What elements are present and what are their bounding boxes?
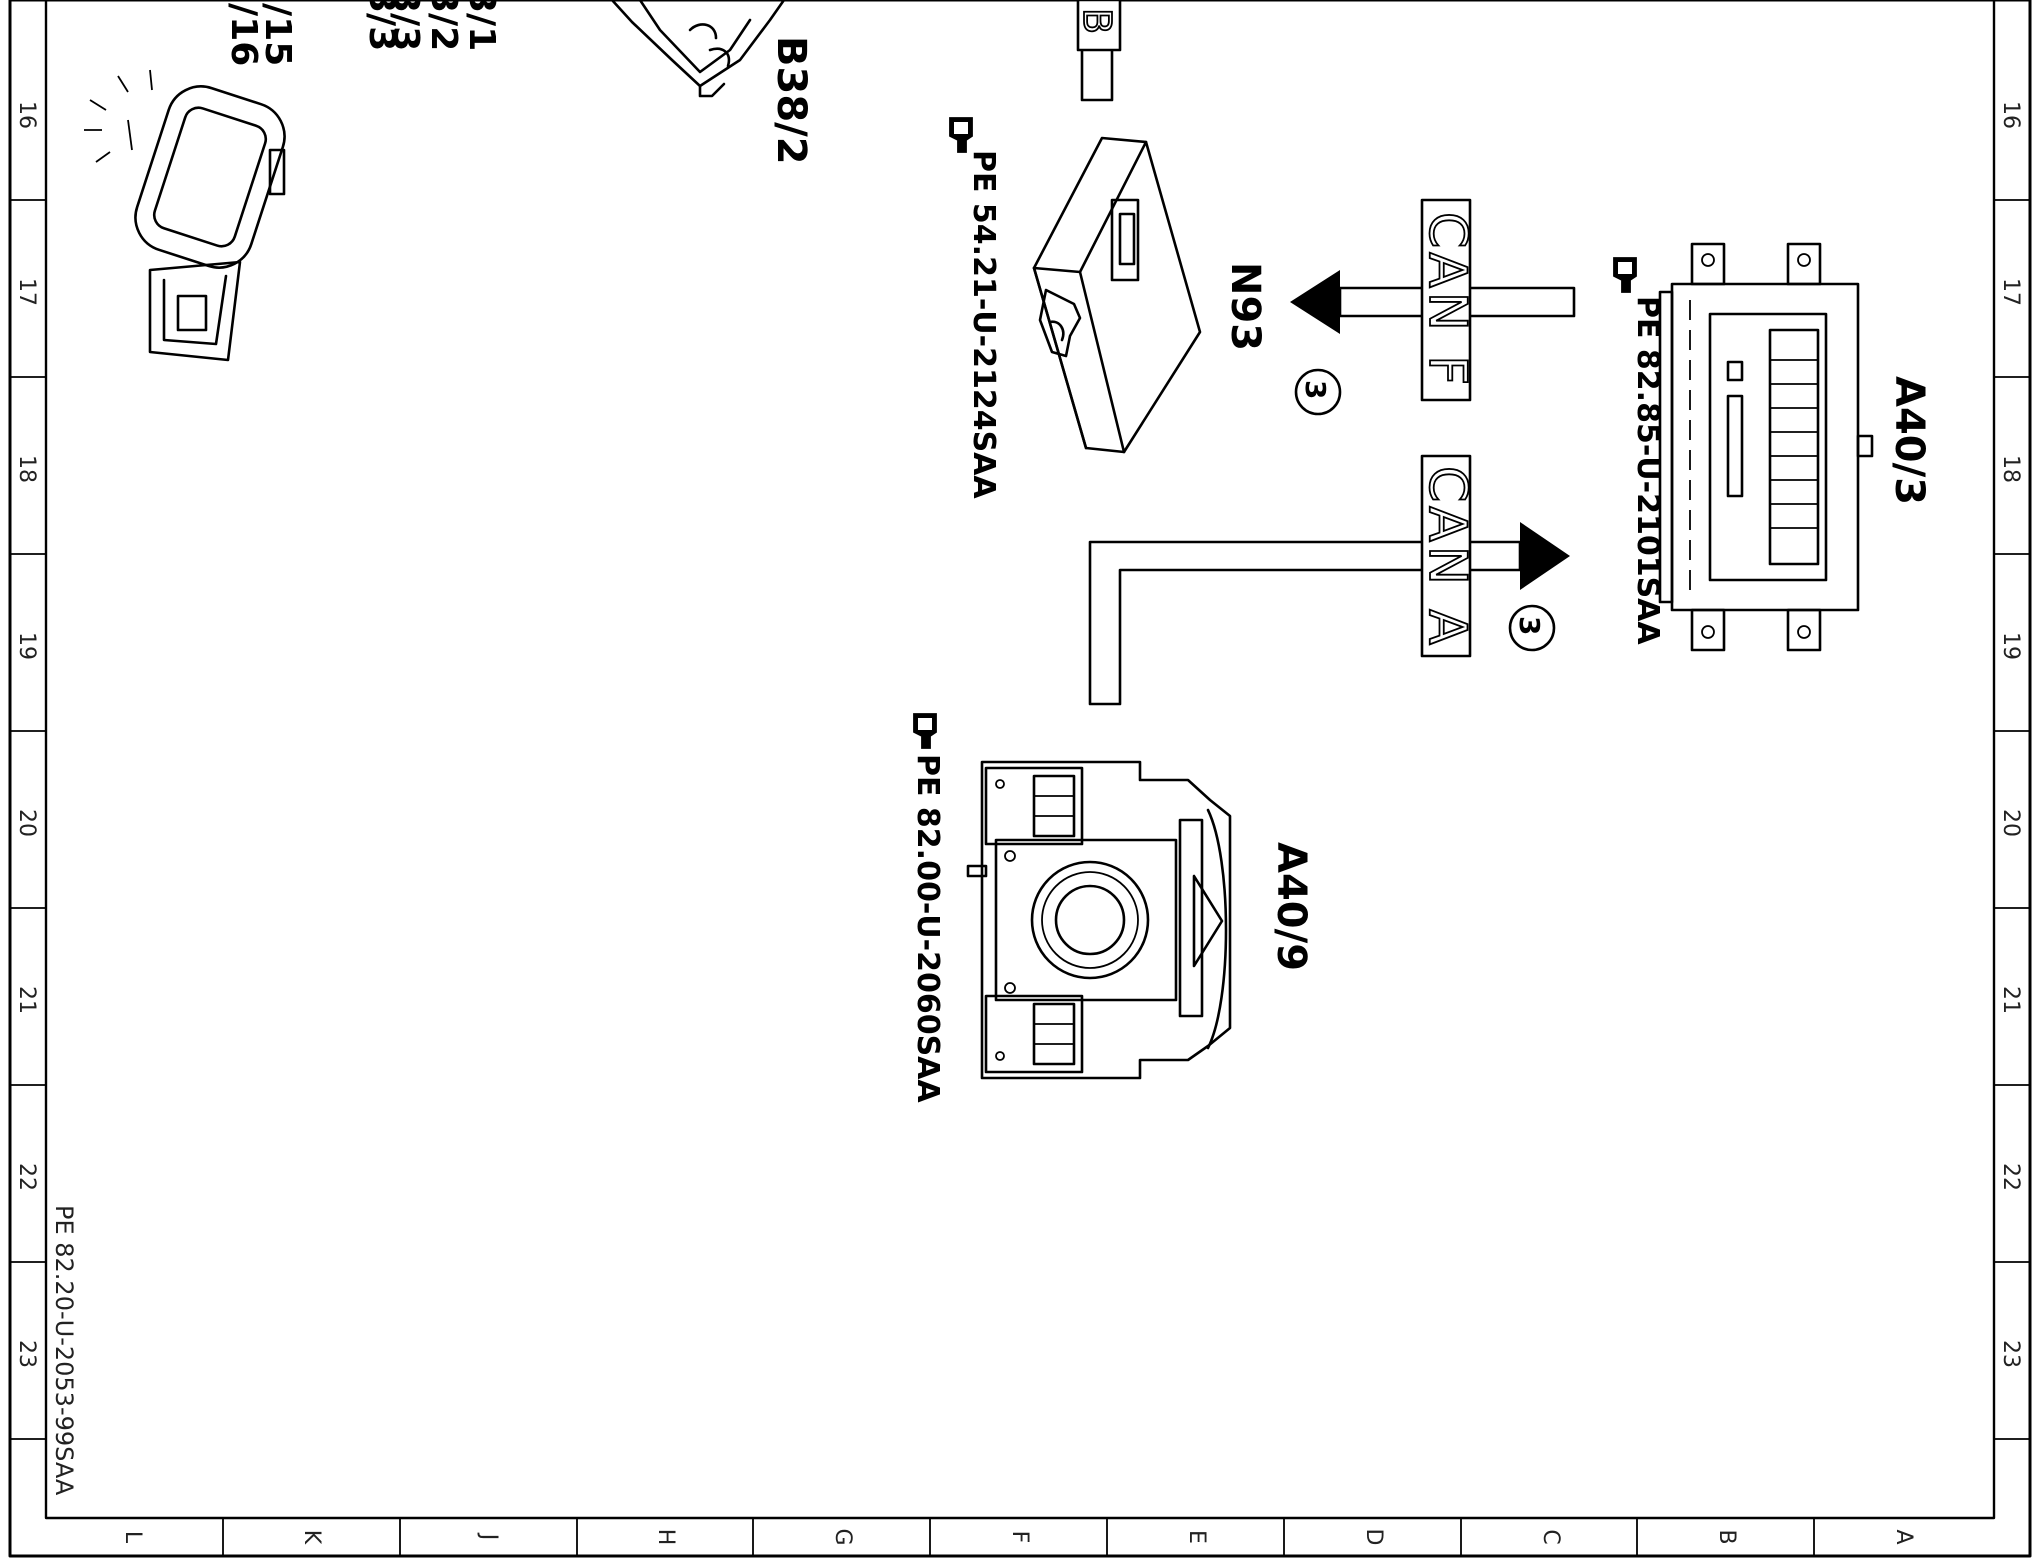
drawing-frame: [8, 0, 2032, 1558]
pin-label: 7/15: [257, 0, 298, 66]
column-letter: J: [476, 1532, 501, 1541]
row-number: 21: [1998, 986, 2023, 1014]
document-code: PE 82.20-U-2053-99SAA: [50, 1205, 78, 1496]
a40-3-unit: A40/3: [1658, 242, 1932, 652]
bus-stub-label: B: [1075, 8, 1119, 38]
row-numbers-left: 16 17 18 19 20 21 22 23: [14, 101, 39, 1368]
row-numbers-right: 16 17 18 19 20 21 22 23: [1998, 101, 2023, 1368]
column-letter: G: [830, 1528, 855, 1545]
column-letter: B: [1714, 1529, 1739, 1544]
row-number: 21: [14, 986, 39, 1014]
column-letter: A: [1891, 1529, 1916, 1544]
column-letter: E: [1184, 1530, 1209, 1544]
row-number: 16: [14, 101, 39, 129]
can-f-bus: CAN F 3: [1290, 198, 1576, 416]
a40-3-label: A40/3: [1886, 376, 1932, 505]
row-number: 16: [1998, 101, 2023, 129]
pin-label: 3/3: [361, 0, 402, 51]
row-number: 19: [14, 632, 39, 660]
column-letter: C: [1538, 1529, 1563, 1544]
row-number: 17: [14, 278, 39, 306]
hand-pointer-icon: [913, 713, 937, 749]
pin-label: 3/3: [385, 0, 426, 51]
b38-2-label: B38/2: [768, 36, 814, 165]
pin-label: 3/2: [423, 0, 464, 51]
n93-reference: PE 54.21-U-2124SAA: [949, 117, 1001, 499]
row-number: 17: [1998, 278, 2023, 306]
pin-label: 7/16: [223, 0, 264, 66]
row-number: 18: [1998, 455, 2023, 483]
a40-3-reference-code: PE 82.85-U-2101SAA: [1630, 296, 1665, 645]
column-letters: L K J H G F E D C B A: [120, 1528, 1916, 1545]
n93-module: N93: [1032, 136, 1268, 454]
hand-pointer-icon: [1613, 257, 1637, 293]
partial-pin-labels: 7/15 7/16 3/1 3/2 3/3 3/3: [223, 0, 502, 66]
a40-9-label: A40/9: [1268, 842, 1314, 971]
a40-3-reference: PE 82.85-U-2101SAA: [1613, 257, 1665, 645]
column-letter: D: [1361, 1529, 1386, 1546]
can-a-label: CAN A: [1417, 466, 1477, 649]
row-number: 23: [14, 1340, 39, 1368]
a40-9-reference-code: PE 82.00-U-2060SAA: [910, 754, 945, 1103]
n93-reference-code: PE 54.21-U-2124SAA: [966, 150, 1001, 499]
row-number: 20: [14, 809, 39, 837]
row-number: 22: [1998, 1163, 2023, 1191]
row-number: 19: [1998, 632, 2023, 660]
column-letter: K: [299, 1530, 324, 1545]
row-number: 20: [1998, 809, 2023, 837]
pin-label: 3/1: [461, 0, 502, 51]
column-letter: L: [120, 1531, 145, 1544]
row-number: 18: [14, 455, 39, 483]
can-a-bus: CAN A 3: [1088, 454, 1570, 706]
row-number: 23: [1998, 1340, 2023, 1368]
a40-9-controller: A40/9: [966, 760, 1314, 1080]
hand-pointer-icon: [949, 117, 973, 153]
top-bus-stub: B: [1074, 0, 1122, 102]
column-letter: H: [653, 1529, 678, 1546]
row-number: 22: [14, 1163, 39, 1191]
can-a-marker: 3: [1513, 616, 1546, 635]
n93-label: N93: [1222, 262, 1268, 351]
can-f-marker: 3: [1299, 380, 1332, 399]
b38-2-component: B38/2: [610, 0, 814, 165]
can-f-label: CAN F: [1417, 212, 1477, 389]
a40-9-reference: PE 82.00-U-2060SAA: [910, 713, 945, 1103]
light-sensor-icon: [84, 69, 286, 362]
column-letter: F: [1007, 1531, 1032, 1544]
